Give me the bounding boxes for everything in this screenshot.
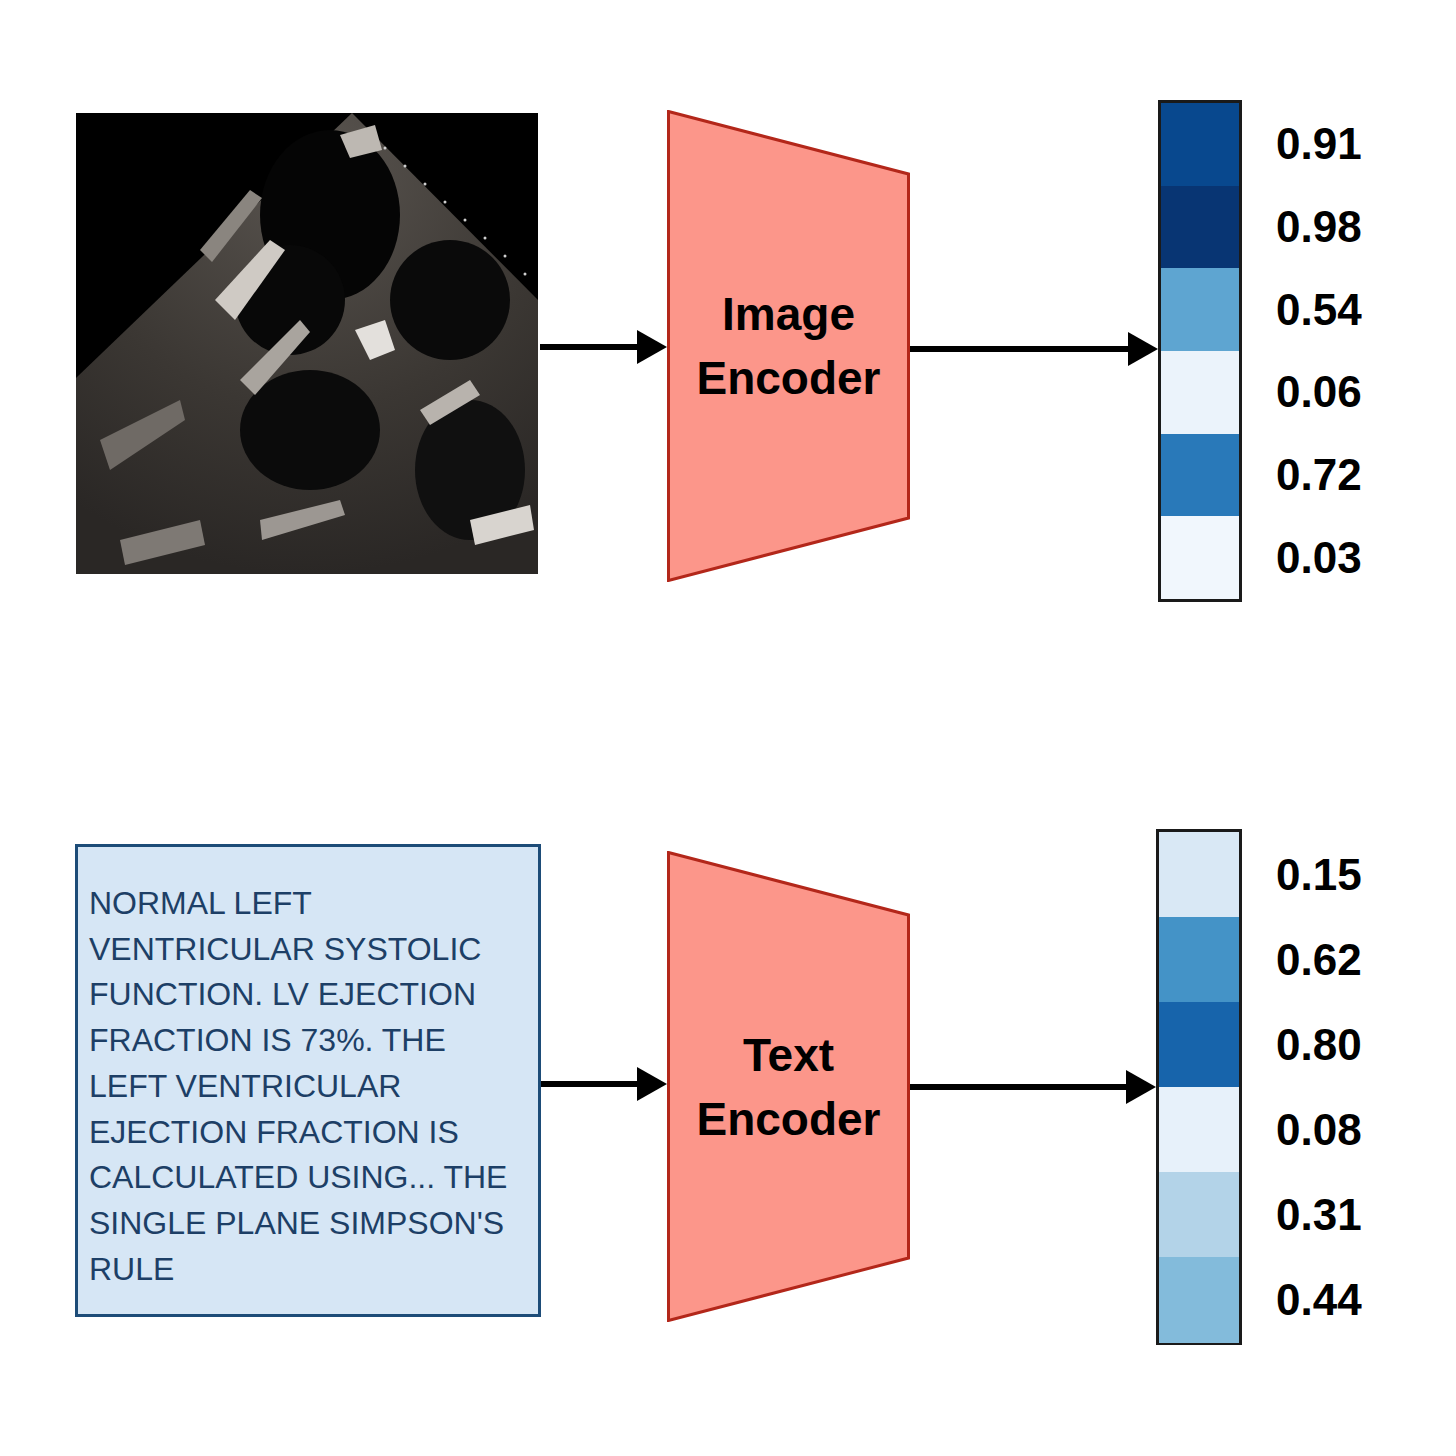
encoder-label: Image Encoder (689, 282, 889, 410)
trapezoid-shape (669, 853, 909, 1321)
connector-line (541, 1081, 641, 1087)
arrow-head (1126, 1070, 1156, 1104)
trapezoid-outline (667, 110, 910, 582)
vector-column (1156, 829, 1242, 1345)
vector-cell (1159, 917, 1239, 1003)
echo-frame (76, 113, 538, 574)
vector-cell (1161, 351, 1239, 434)
vector-value: 0.98 (1276, 202, 1362, 252)
vector-value: 0.03 (1276, 533, 1362, 583)
vector-column (1158, 100, 1242, 602)
depth-dots (384, 147, 527, 276)
arrow-head (1128, 332, 1158, 366)
encoder-trapezoid: Image Encoder (667, 110, 910, 582)
vector-value: 0.31 (1276, 1190, 1362, 1240)
vector-value: 0.72 (1276, 450, 1362, 500)
input-arrow-head (637, 330, 667, 364)
embedding-vector: 0.150.620.800.080.310.44 (1156, 829, 1242, 1345)
encoder-label: Text Encoder (689, 1023, 889, 1151)
vector-value: 0.62 (1276, 935, 1362, 985)
trapezoid-shape (669, 112, 909, 581)
connector-line (910, 346, 1132, 352)
vector-cell (1161, 516, 1239, 599)
vector-value: 0.15 (1276, 850, 1362, 900)
encoder-trapezoid: Text Encoder (667, 851, 910, 1322)
vector-cell (1161, 268, 1239, 351)
vector-cell (1159, 832, 1239, 918)
vector-cell (1159, 1172, 1239, 1258)
vector-cell (1161, 186, 1239, 269)
vector-cell (1159, 1002, 1239, 1088)
connector-line (910, 1084, 1130, 1090)
vector-cell (1161, 434, 1239, 517)
vector-value: 0.08 (1276, 1105, 1362, 1155)
embedding-vector: 0.910.980.540.060.720.03 (1158, 100, 1242, 602)
vector-value: 0.80 (1276, 1020, 1362, 1070)
input-arrow-line (540, 344, 640, 350)
vector-value: 0.44 (1276, 1275, 1362, 1325)
vector-cell (1159, 1257, 1239, 1343)
trapezoid-outline (667, 851, 910, 1322)
vector-value: 0.91 (1276, 119, 1362, 169)
encoder-label-wrap: Text Encoder (667, 851, 910, 1322)
vector-value: 0.54 (1276, 285, 1362, 335)
vector-cell (1161, 103, 1239, 186)
echo-fan (76, 113, 538, 574)
vector-cell (1159, 1087, 1239, 1173)
vector-value: 0.06 (1276, 367, 1362, 417)
report-text-box: NORMAL LEFT VENTRICULAR SYSTOLIC FUNCTIO… (75, 844, 541, 1317)
report-text: NORMAL LEFT VENTRICULAR SYSTOLIC FUNCTIO… (89, 881, 526, 1292)
arrow-head (637, 1067, 667, 1101)
encoder-label-wrap: Image Encoder (667, 110, 910, 582)
